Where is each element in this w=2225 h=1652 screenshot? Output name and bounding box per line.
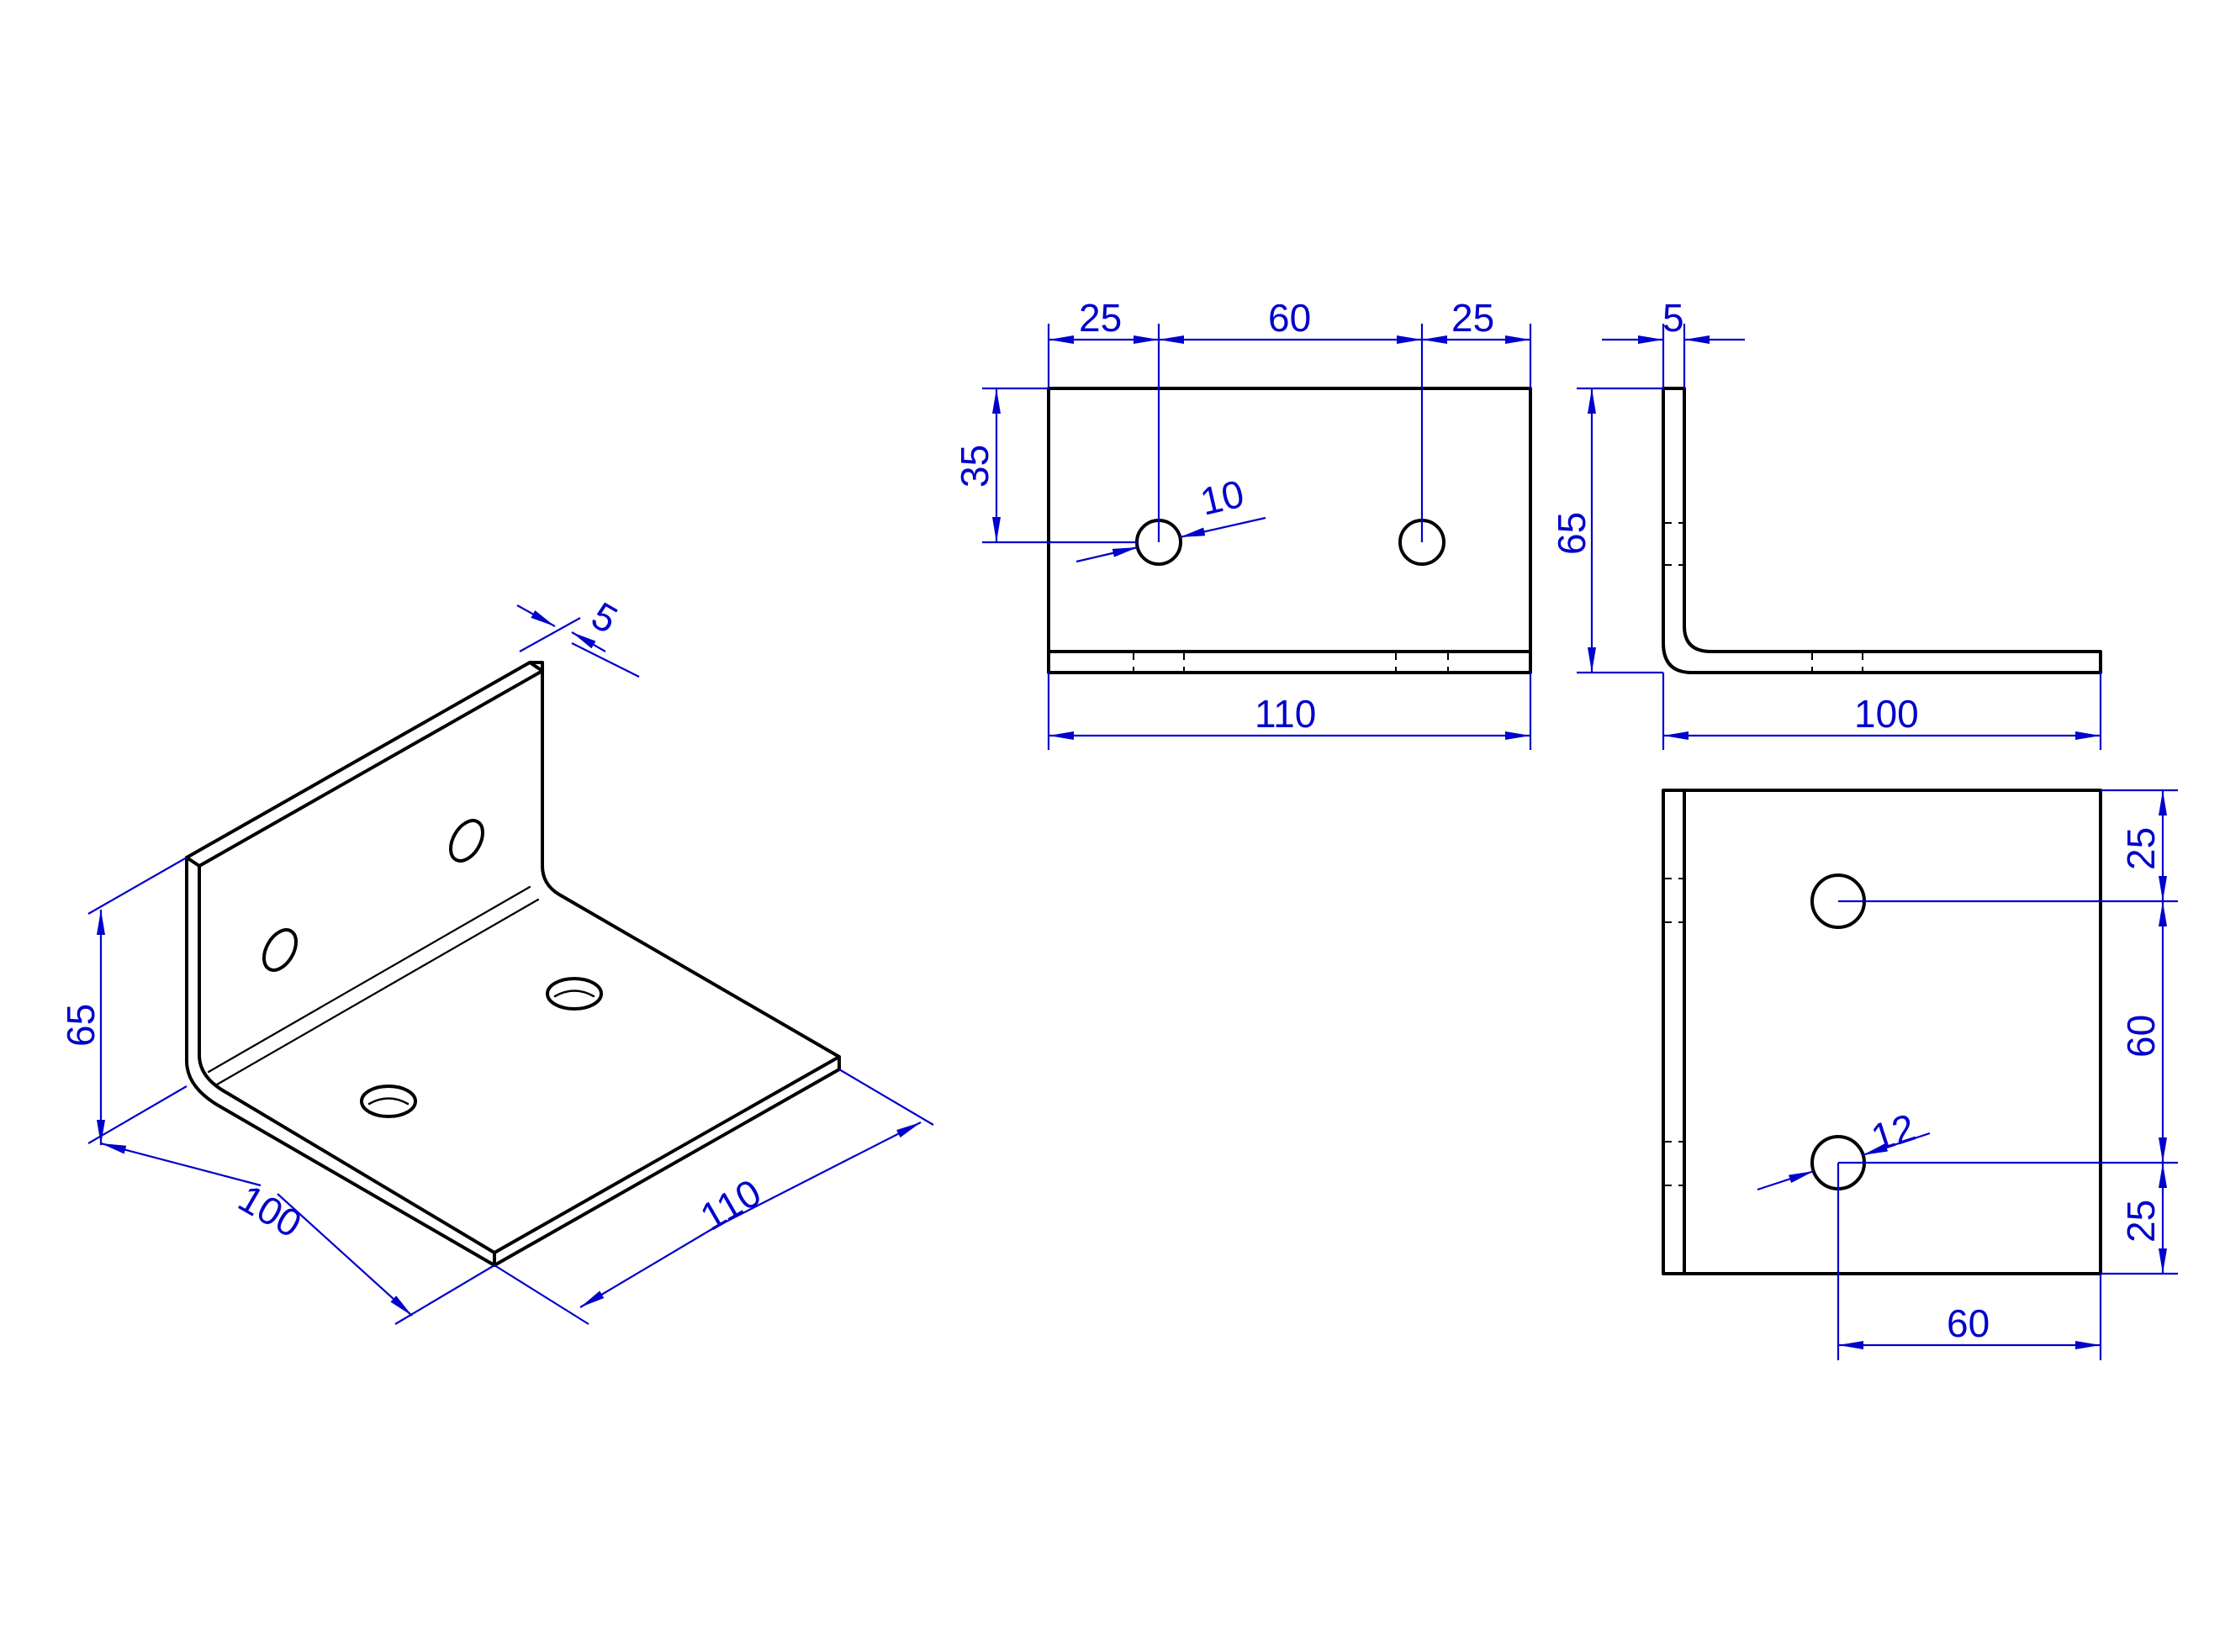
front-hidden-lines	[1133, 652, 1449, 673]
iso-depth-label: 100	[231, 1176, 309, 1246]
side-view: 5 65 100	[1550, 296, 2102, 750]
top-view: 25 60 25 12 60	[1662, 789, 2178, 1360]
top-dim-top-offset: 25	[2119, 827, 2163, 870]
front-dim-hole-height: 35	[953, 445, 996, 488]
front-dim-right-offset: 25	[1451, 296, 1494, 340]
front-dim-hole-diameter: 10	[1197, 472, 1249, 524]
top-dim-hole-spacing: 60	[2119, 1015, 2163, 1058]
side-dim-depth: 100	[1854, 692, 1919, 736]
top-dim-hole-x: 60	[1947, 1301, 1990, 1345]
top-hidden-lines	[1663, 878, 1684, 1186]
top-dim-bottom-offset: 25	[2119, 1200, 2163, 1243]
side-hidden-lines	[1663, 522, 1863, 673]
iso-dim-height: 65	[59, 857, 188, 1145]
iso-dim-depth: 100	[100, 1142, 495, 1325]
iso-holes	[262, 819, 603, 1118]
side-dim-thickness: 5	[1662, 296, 1684, 340]
side-profile	[1662, 387, 2102, 674]
iso-thickness-label: 5	[584, 594, 625, 642]
side-dim-height: 65	[1550, 512, 1593, 555]
iso-height-label: 65	[59, 1004, 103, 1047]
front-dim-left-offset: 25	[1079, 296, 1122, 340]
front-dim-hole-spacing: 60	[1268, 296, 1311, 340]
iso-dim-thickness: 5	[516, 594, 640, 678]
iso-bracket-outline	[185, 661, 841, 1267]
iso-dim-width: 110	[494, 1069, 934, 1325]
front-view: 25 60 25 35 10 110	[953, 296, 1532, 750]
front-plate	[1047, 387, 1532, 674]
isometric-view: 5 65 100 110	[59, 594, 934, 1325]
top-plate	[1662, 789, 2102, 1275]
front-dim-total-width: 110	[1255, 692, 1316, 736]
iso-width-label: 110	[693, 1170, 769, 1239]
